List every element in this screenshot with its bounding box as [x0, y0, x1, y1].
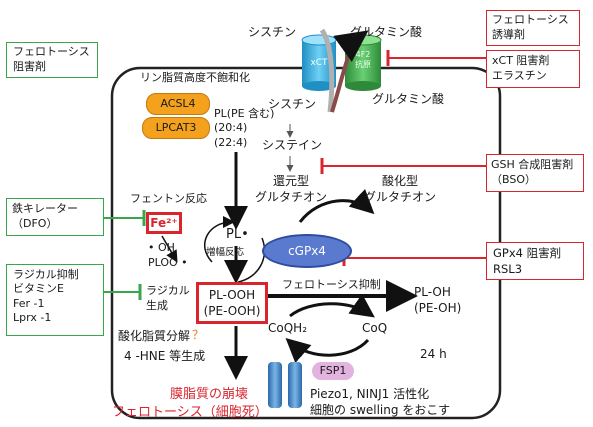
question-mark: ？	[192, 328, 205, 342]
iron-chelator-text: 鉄キレーター （DFO）	[12, 202, 78, 230]
coq-cycle-bottom	[285, 337, 370, 363]
pl-pe-text: PL(PE 含む) (20:4) (22:4)	[214, 107, 275, 149]
gsh-inhibitor-box: GSH 合成阻害剤 （BSO）	[486, 154, 584, 192]
oxidized-gsh-label: 酸化型 グルタチオン	[363, 174, 436, 204]
coq-label: CoQ	[362, 321, 388, 335]
pl-oh-label: PL-OH (PE-OH)	[414, 285, 462, 315]
ferroptosis-inhibitor-text: フェロトーシス 阻害剤	[13, 45, 90, 73]
gpx4-inhibitor-text: GPx4 阻害剤 RSL3	[493, 246, 562, 276]
ferroptosis-inducer-text: フェロトーシス 誘導剤	[492, 13, 569, 41]
xct-inhibitor-text: xCT 阻害剤 エラスチン	[492, 54, 550, 82]
oh-ploo-label: • OH PLOO •	[148, 241, 188, 269]
time-24h-label: 24 h	[420, 347, 447, 361]
ferroptosis-inhibitor-box: フェロトーシス 阻害剤	[6, 42, 98, 78]
cgpx4-enzyme: cGPx4	[262, 234, 352, 268]
gsh-inhibitor-text: GSH 合成阻害剤 （BSO）	[491, 158, 574, 186]
4f2-label: 4F2 抗原	[355, 50, 371, 69]
xct-label: xCT	[310, 58, 328, 68]
glutamate-top-label: グルタミン酸	[350, 25, 423, 39]
radical-inhibitor-box: ラジカル抑制 ビタミンE Fer -1 Lprx -1	[6, 264, 104, 336]
cystine-inner-label: シスチン	[268, 97, 317, 111]
fenton-label: フェントン反応	[130, 192, 207, 205]
radical-inhibitor-text: ラジカル抑制 ビタミンE Fer -1 Lprx -1	[13, 268, 79, 324]
plooh-box: PL-OOH (PE-OOH)	[196, 282, 268, 324]
cysteine-label: システイン	[262, 138, 323, 152]
piezo-channel	[268, 362, 302, 408]
coq-cycle-top	[289, 293, 375, 318]
pufa-title: リン脂質高度不飽和化	[140, 71, 250, 84]
glutamate-efflux-arrow	[330, 30, 369, 113]
iron-chelator-box: 鉄キレーター （DFO）	[6, 198, 104, 236]
fenton-arrow	[161, 235, 178, 263]
ferroptosis-inducer-box: フェロトーシス 誘導剤	[486, 10, 580, 46]
fe2-box: Fe²⁺	[146, 212, 182, 234]
acsl4-enzyme: ACSL4	[146, 93, 210, 115]
ferroptosis-death-label: フェロトーシス（細胞死）	[112, 405, 268, 420]
coqh2-label: CoQH₂	[268, 321, 307, 335]
radical-generation-label: ラジカル 生成	[146, 284, 190, 312]
cystine-influx-arrow	[319, 28, 335, 113]
lpcat3-enzyme: LPCAT3	[142, 117, 210, 139]
amplification-cycle-arrow	[203, 216, 235, 263]
fsp1-enzyme: FSP1	[312, 362, 354, 380]
gsh-oxidation-arrow	[298, 188, 375, 223]
amplify-label: 増幅反応	[206, 247, 245, 258]
piezo-text: Piezo1, NINJ1 活性化 細胞の swelling をおこす	[310, 387, 451, 418]
xct-inhibitor-box: xCT 阻害剤 エラスチン	[486, 50, 580, 88]
suppression-label: フェロトーシス抑制	[282, 278, 381, 291]
glutamate-inner-label: グルタミン酸	[372, 92, 445, 106]
pl-radical-label: PL•	[226, 227, 249, 242]
oxidized-lipid-decomp-label: 酸化脂質分解	[118, 329, 191, 343]
hne-label: 4 -HNE 等生成	[124, 349, 206, 363]
membrane-collapse-label: 膜脂質の崩壊	[170, 387, 249, 402]
gpx4-inhibitor-box: GPx4 阻害剤 RSL3	[486, 242, 584, 280]
reduced-gsh-label: 還元型 グルタチオン	[254, 174, 327, 204]
cystine-top-label: シスチン	[248, 25, 297, 39]
